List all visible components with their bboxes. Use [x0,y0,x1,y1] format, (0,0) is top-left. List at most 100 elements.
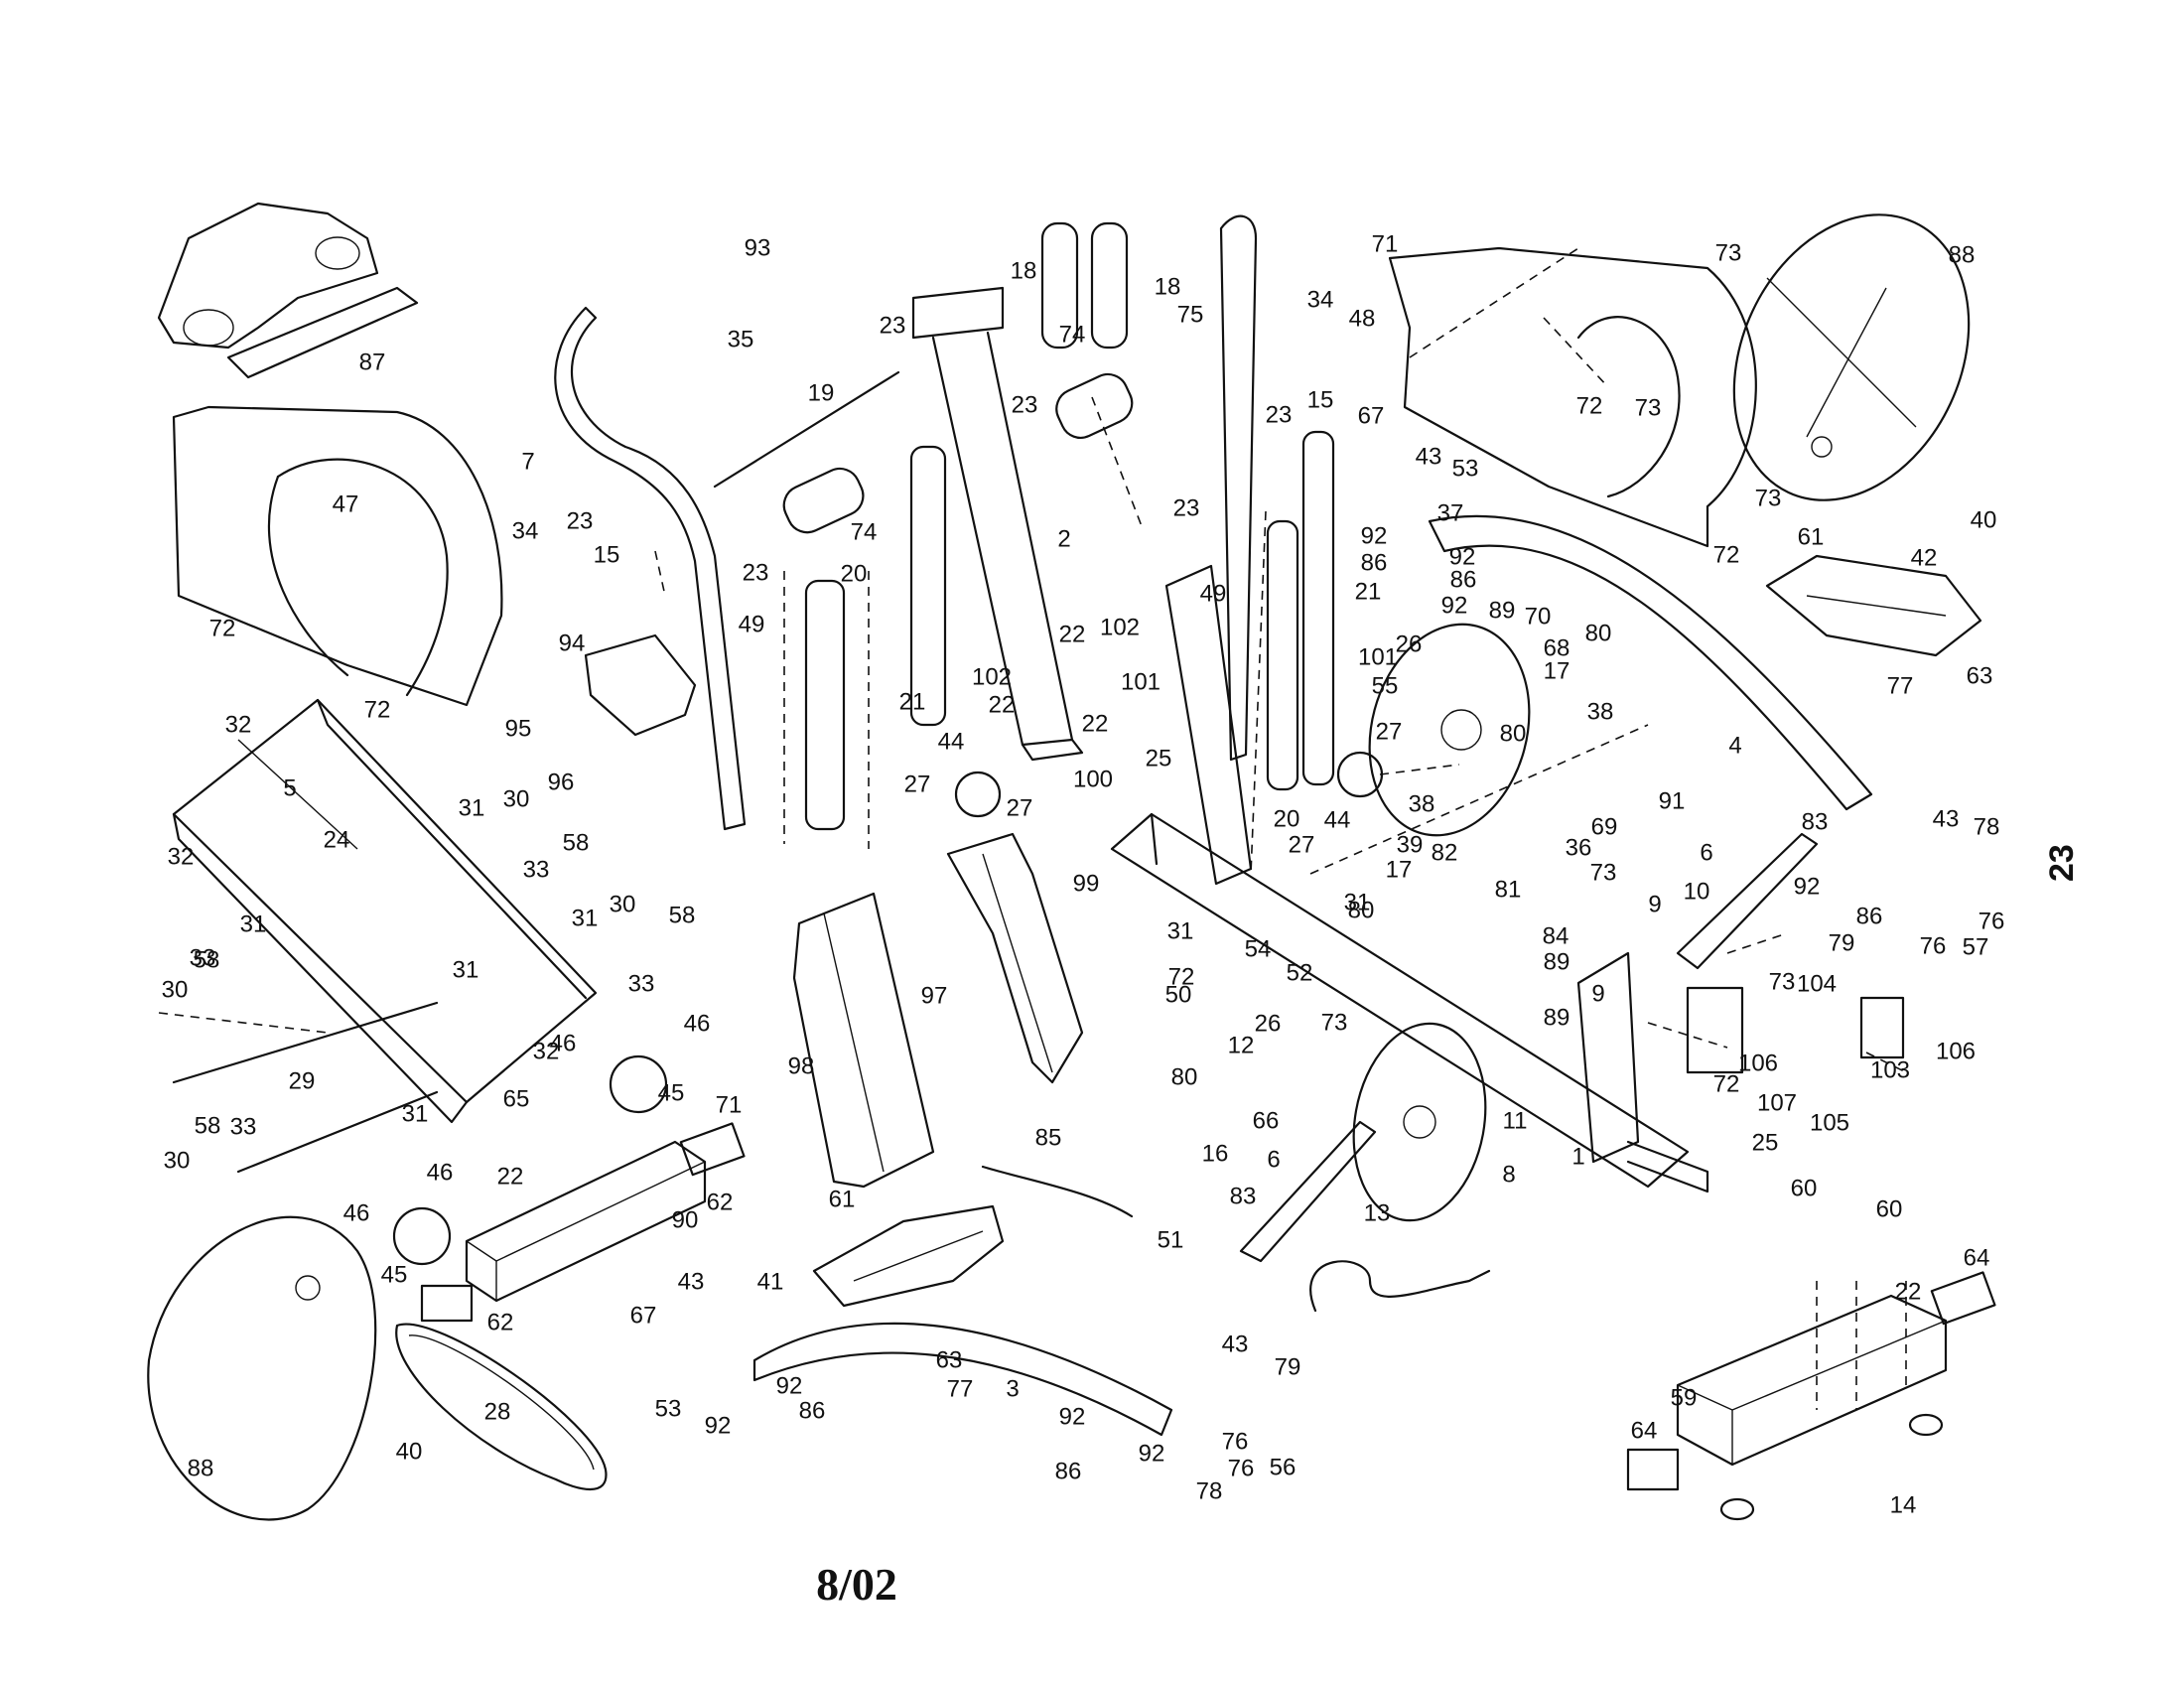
callout-91: 91 [1659,787,1686,814]
callout-66: 66 [1253,1107,1280,1134]
callout-22: 22 [497,1163,524,1190]
callout-55: 55 [1372,672,1399,699]
callout-49: 49 [739,611,765,637]
callout-11: 11 [1503,1107,1528,1134]
callout-14: 14 [1890,1491,1917,1518]
callout-23: 23 [880,312,906,339]
callout-64: 64 [1631,1417,1658,1444]
callout-73: 73 [1715,239,1742,266]
page-number: 23 [2043,844,2081,882]
callout-47: 47 [333,491,359,517]
part-left-frame [172,698,598,1124]
callout-75: 75 [1177,301,1204,328]
callout-73: 73 [1321,1009,1348,1036]
callout-31: 31 [453,956,479,983]
callout-9: 9 [1591,980,1604,1007]
part-grip-1 [1040,221,1079,350]
callout-80: 80 [1500,720,1527,747]
callout-96: 96 [548,769,575,795]
callout-24: 24 [324,826,350,853]
callout-46: 46 [343,1199,370,1226]
callout-78: 78 [1974,813,2000,840]
callout-97: 97 [921,982,948,1009]
callout-21: 21 [899,688,926,715]
callout-100: 100 [1073,766,1113,792]
callout-21: 21 [1355,578,1382,605]
callout-13: 13 [1364,1199,1391,1226]
callout-62: 62 [487,1309,514,1335]
callout-103: 103 [1870,1056,1910,1083]
callout-30: 30 [164,1147,191,1174]
callout-78: 78 [1196,1477,1223,1504]
callout-79: 79 [1829,929,1855,956]
part-handlebar [554,306,747,831]
part-drawings [147,202,1996,1521]
callout-31: 31 [459,794,485,821]
callout-94: 94 [559,630,586,656]
callout-106: 106 [1738,1050,1778,1076]
callout-80: 80 [1171,1063,1198,1090]
callout-45: 45 [658,1079,685,1106]
callout-59: 59 [1671,1384,1698,1411]
callout-42: 42 [1911,544,1938,571]
callout-77: 77 [1887,672,1914,699]
callout-76: 76 [1979,908,2005,934]
callout-22: 22 [1059,621,1086,647]
part-belt [395,1323,608,1491]
callout-3: 3 [1006,1375,1019,1402]
callout-40: 40 [396,1438,423,1465]
callout-90: 90 [672,1206,699,1233]
callout-73: 73 [1755,485,1782,511]
callout-12: 12 [1228,1032,1255,1058]
callout-83: 83 [1230,1183,1257,1209]
callout-72: 72 [209,615,236,641]
callout-43: 43 [678,1268,705,1295]
callout-28: 28 [484,1398,511,1425]
part-pedal-arm-left [752,1322,1173,1437]
part-end-cap-62a [679,1122,746,1177]
callout-labels: 1234566789910111213141515161717181819202… [162,230,2005,1518]
callout-92: 92 [1139,1440,1165,1467]
callout-72: 72 [1576,392,1603,419]
callout-23: 23 [743,559,769,586]
callout-32: 32 [168,843,195,870]
callout-89: 89 [1544,1004,1570,1031]
part-crank-arm-b [1239,1120,1377,1263]
callout-5: 5 [283,774,296,801]
part-foot-14a [1719,1497,1755,1521]
part-end-cap-64b [1626,1448,1680,1491]
callout-46: 46 [684,1010,711,1037]
callout-27: 27 [1007,794,1033,821]
callout-86: 86 [1856,903,1883,929]
callout-58: 58 [563,829,590,856]
part-front-mast [911,286,1084,762]
callout-30: 30 [503,785,530,812]
callout-74: 74 [1059,321,1086,348]
callout-73: 73 [1590,859,1617,886]
callout-73: 73 [1769,968,1796,995]
callout-33: 33 [523,856,550,883]
callout-48: 48 [1349,305,1376,332]
callout-72: 72 [1168,963,1195,990]
callout-88: 88 [1949,241,1976,268]
callout-92: 92 [1059,1403,1086,1430]
part-cover-106a [1686,986,1744,1074]
callout-51: 51 [1158,1226,1184,1253]
callout-6: 6 [1700,839,1712,866]
callout-63: 63 [936,1346,963,1373]
callout-23: 23 [1173,494,1200,521]
callout-43: 43 [1222,1331,1249,1357]
callout-37: 37 [1437,499,1464,526]
callout-45: 45 [381,1261,408,1288]
part-tube-rear-2 [1301,430,1335,786]
callout-85: 85 [1035,1124,1062,1151]
callout-58: 58 [194,946,220,973]
callout-60: 60 [1876,1195,1903,1222]
part-side-cover-98 [792,892,935,1189]
callout-32: 32 [225,711,252,738]
part-cover-74b [782,467,865,534]
callout-82: 82 [1432,839,1458,866]
part-pedal-arm-right [1428,514,1873,811]
callout-9: 9 [1648,891,1661,917]
